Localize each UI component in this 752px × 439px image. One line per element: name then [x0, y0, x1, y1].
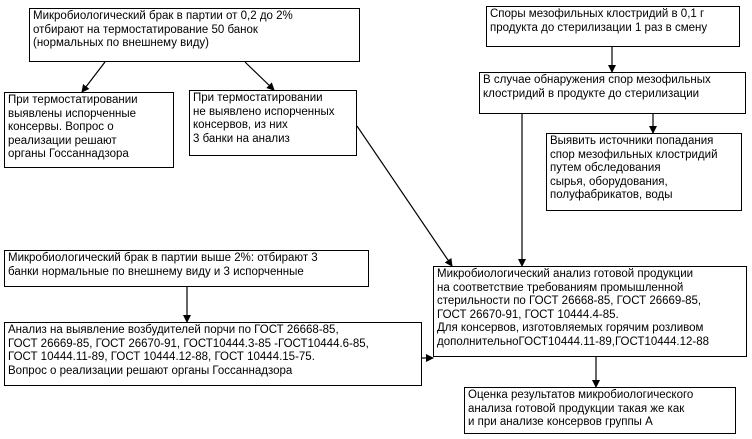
box-if-spores-found: В случае обнаружения спор мезофильных кл…	[479, 72, 746, 114]
arrow-top-left-to-not-spoiled	[244, 61, 275, 91]
box-mesophilic-spores: Споры мезофильных клостридий в 0,1 г про…	[486, 6, 740, 47]
box-defect-above-2-percent: Микробиологический брак в партии выше 2%…	[4, 250, 369, 287]
arrow-not-spoiled-to-analysis-right	[356, 125, 453, 267]
box-commercial-sterility-analysis: Микробиологический анализ готовой продук…	[433, 266, 747, 357]
arrow-top-left-to-spoiled	[81, 61, 106, 93]
box-spoilage-agents-analysis: Анализ на выявление возбудителей порчи п…	[4, 322, 422, 386]
box-identify-sources: Выявить источники попадания спор мезофил…	[546, 133, 742, 211]
box-thermostat-spoiled-found: При термостатировании выявлены испорченн…	[4, 92, 174, 168]
box-results-evaluation: Оценка результатов микробиологического а…	[464, 387, 736, 434]
box-thermostat-no-spoiled: При термостатировании не выявлено испорч…	[189, 90, 357, 156]
box-defect-0-2-to-2-percent: Микробиологический брак в партии от 0,2 …	[29, 8, 360, 62]
